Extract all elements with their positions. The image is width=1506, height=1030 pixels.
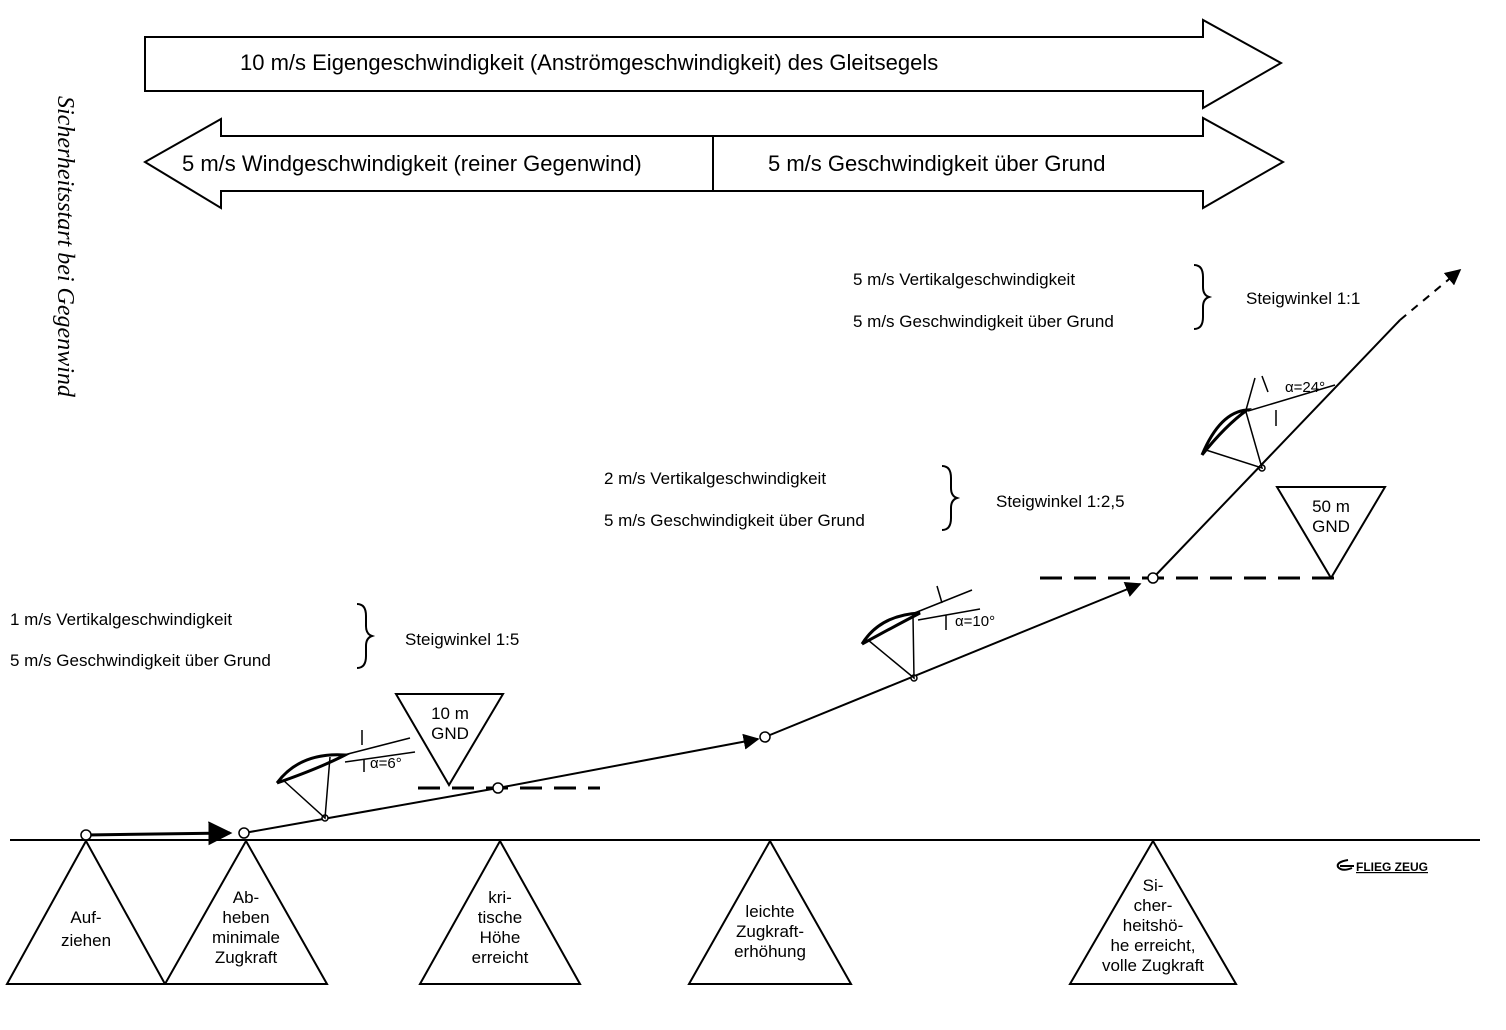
stage-4-line-1: leichte [745, 902, 794, 921]
phase-2-ground: 5 m/s Geschwindigkeit über Grund [604, 511, 865, 530]
stage-2: Ab- heben minimale Zugkraft [163, 838, 329, 985]
stage-5-line-4: he erreicht, [1110, 936, 1195, 955]
flight-path [85, 268, 1462, 846]
phase-1-climb: Steigwinkel 1:5 [405, 630, 519, 649]
side-title: Sicherheitsstart bei Gegenwind [52, 96, 78, 398]
phase-1-vertical: 1 m/s Vertikalgeschwindigkeit [10, 610, 232, 629]
stage-3-line-1: kri- [488, 888, 512, 907]
height-marker-10m-line-1: 10 m [431, 704, 469, 723]
path-node-liftoff [238, 827, 250, 839]
phase-1-annotation: 1 m/s Vertikalgeschwindigkeit 5 m/s Gesc… [10, 603, 519, 670]
airspeed-arrow: 10 m/s Eigengeschwindigkeit (Anströmgesc… [144, 18, 1284, 110]
phase-3-climb: Steigwinkel 1:1 [1246, 289, 1360, 308]
stage-4-line-2: Zugkraft- [736, 922, 804, 941]
height-marker-10m: 10 m GND [394, 693, 505, 787]
wind-groundspeed-arrow: 5 m/s Windgeschwindigkeit (reiner Gegenw… [143, 116, 1286, 210]
stage-3-line-2: tische [478, 908, 522, 927]
stage-1: Auf- ziehen [5, 838, 167, 985]
stage-5-line-2: cher- [1134, 896, 1173, 915]
stage-3-line-3: Höhe [480, 928, 521, 947]
phase-3-brace [1193, 264, 1213, 330]
stage-2-line-3: minimale [212, 928, 280, 947]
stage-1-line-2: ziehen [61, 931, 111, 950]
flieg-zeug-logo: FLIEG ZEUG [1336, 859, 1428, 874]
stage-1-line-1: Auf- [70, 908, 101, 927]
glider-2-alpha: α=10° [955, 613, 995, 630]
phase-3-vertical: 5 m/s Vertikalgeschwindigkeit [853, 270, 1075, 289]
path-nodes [80, 464, 1266, 841]
path-node-safety [1147, 572, 1159, 584]
glider-3-alpha: α=24° [1285, 379, 1325, 396]
glider-icon: α=10° [860, 585, 995, 680]
stage-4-line-3: erhöhung [734, 942, 806, 961]
wind-label: 5 m/s Windgeschwindigkeit (reiner Gegenw… [182, 151, 642, 176]
phase-3-annotation: 5 m/s Vertikalgeschwindigkeit 5 m/s Gesc… [853, 264, 1360, 331]
stage-2-line-1: Ab- [233, 888, 259, 907]
stage-3: kri- tische Höhe erreicht [418, 838, 582, 985]
stage-5-line-1: Si- [1143, 876, 1164, 895]
stage-4: leichte Zugkraft- erhöhung [687, 838, 853, 985]
stage-5: Si- cher- heitshö- he erreicht, volle Zu… [1068, 839, 1238, 985]
glider-1-alpha: α=6° [370, 755, 402, 772]
height-marker-50m-line-1: 50 m [1312, 497, 1350, 516]
path-node-start [80, 829, 92, 841]
glider-icon: α=24° [1200, 375, 1336, 470]
height-marker-10m-line-2: GND [431, 724, 469, 743]
stage-2-line-2: heben [222, 908, 269, 927]
phase-1-ground: 5 m/s Geschwindigkeit über Grund [10, 651, 271, 670]
stage-5-line-5: volle Zugkraft [1102, 956, 1204, 975]
height-marker-50m: 50 m GND [1275, 486, 1387, 580]
stage-2-line-4: Zugkraft [215, 948, 278, 967]
phase-3-ground: 5 m/s Geschwindigkeit über Grund [853, 312, 1114, 331]
phase-2-climb: Steigwinkel 1:2,5 [996, 492, 1125, 511]
height-marker-50m-line-2: GND [1312, 517, 1350, 536]
path-node-increase [759, 731, 771, 743]
phase-2-brace [941, 465, 961, 531]
stage-5-line-3: heitshö- [1123, 916, 1183, 935]
phase-2-vertical: 2 m/s Vertikalgeschwindigkeit [604, 469, 826, 488]
phase-1-brace [356, 603, 376, 669]
groundspeed-label: 5 m/s Geschwindigkeit über Grund [768, 151, 1106, 176]
phase-2-annotation: 2 m/s Vertikalgeschwindigkeit 5 m/s Gesc… [604, 465, 1125, 531]
path-node-critical [492, 782, 504, 794]
logo-text: FLIEG ZEUG [1356, 860, 1428, 874]
airspeed-label: 10 m/s Eigengeschwindigkeit (Anströmgesc… [240, 50, 938, 75]
glider-icon: α=6° [275, 730, 416, 820]
stage-3-line-4: erreicht [472, 948, 529, 967]
